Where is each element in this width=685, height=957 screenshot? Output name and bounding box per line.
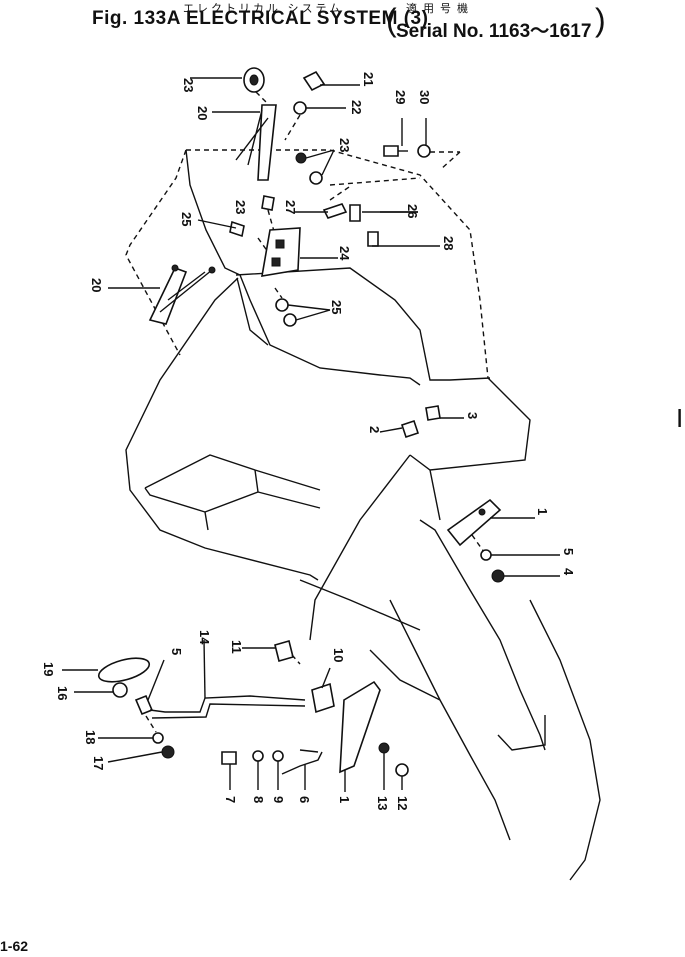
part-label: 28 <box>441 236 456 250</box>
part-label: 30 <box>417 90 432 104</box>
part-label: 21 <box>361 72 376 86</box>
part-label: 13 <box>375 796 390 810</box>
part-label: 20 <box>195 106 210 120</box>
part-label: 4 <box>561 568 576 576</box>
part-label: 25 <box>329 300 344 314</box>
part-label: 23 <box>181 78 196 92</box>
part-label: 22 <box>349 100 364 114</box>
part-label: 27 <box>283 200 298 214</box>
part-label: 8 <box>251 796 266 803</box>
figure-title: Fig. 133A ELECTRICAL SYSTEM (3) <box>92 8 429 29</box>
lower-parts <box>62 639 409 792</box>
part-label: 20 <box>89 278 104 292</box>
part-label: 23 <box>233 200 248 214</box>
part-label: 25 <box>179 212 194 226</box>
japanese-subtitle: エレクトリカル システム <box>183 2 344 15</box>
part-labels: 23 21 20 22 29 30 23 27 26 25 23 24 28 2… <box>41 72 576 810</box>
serial-close-bracket: ) <box>595 2 606 38</box>
part-label: 5 <box>561 548 576 555</box>
part-label: 14 <box>197 630 212 645</box>
part-label: 1 <box>535 508 550 515</box>
serial-number: Serial No. 1163～1617 <box>396 21 592 42</box>
part-label: 10 <box>331 648 346 662</box>
serial-open-bracket: ( <box>386 2 397 38</box>
part-label: 5 <box>169 648 184 655</box>
upper-parts <box>108 67 461 327</box>
part-label: 6 <box>297 796 312 803</box>
part-label: 2 <box>367 426 382 433</box>
part-label: 1 <box>337 796 352 803</box>
machine-body-outline <box>125 149 601 881</box>
part-label: 12 <box>395 796 410 810</box>
part-label: 19 <box>41 662 56 676</box>
part-label: 29 <box>393 90 408 104</box>
page-number: 1-62 <box>0 938 29 954</box>
middle-right-parts <box>379 405 560 583</box>
part-label: 17 <box>91 756 106 770</box>
part-label: 23 <box>337 138 352 152</box>
part-label: 16 <box>55 686 70 700</box>
part-label: 3 <box>465 412 480 419</box>
part-label: 9 <box>271 796 286 803</box>
part-label: 26 <box>405 204 420 218</box>
part-label: 11 <box>229 640 244 654</box>
serial-japanese-label: 適用号機 <box>406 2 474 15</box>
part-label: 24 <box>337 246 352 261</box>
part-label: 7 <box>223 796 238 803</box>
part-label: 18 <box>83 730 98 744</box>
edge-mark: I <box>676 403 683 433</box>
